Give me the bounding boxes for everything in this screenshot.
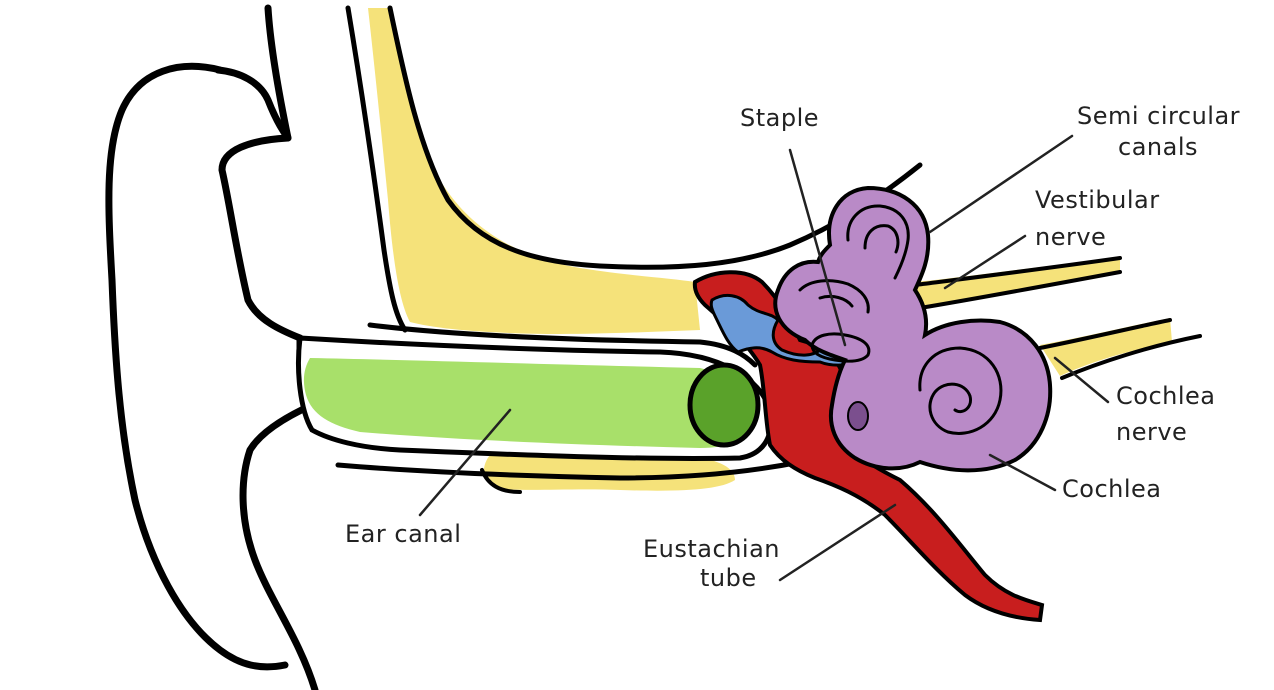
label-ear-canal: Ear canal (345, 520, 461, 548)
semi-circular-leader (928, 134, 1074, 234)
leader-lines (418, 134, 1110, 582)
ear-canal-leader (418, 408, 512, 517)
ear-canal-fill (303, 358, 748, 448)
vestibular-leader (943, 234, 1027, 290)
outer-ear (105, 4, 319, 690)
upper-bone (368, 8, 700, 334)
cochlea-nerve-leader (1053, 356, 1110, 404)
cochlea-nerve-shape (1040, 318, 1172, 376)
round-window (847, 401, 869, 431)
label-eustachian-line1: Eustachian (643, 535, 780, 563)
ear-canal (296, 322, 803, 494)
inner-ear (773, 185, 1053, 473)
vestibular-nerve-shape (915, 258, 1120, 308)
label-staple: Staple (740, 104, 819, 132)
staple-leader (788, 148, 847, 347)
label-eustachian-line2: tube (700, 564, 757, 592)
labels: Staple Semi circular canals Vestibular n… (345, 102, 1240, 592)
cochlea-leader (988, 453, 1057, 492)
eustachian-leader (778, 503, 897, 582)
label-semi-circular-line1: Semi circular (1077, 102, 1240, 130)
label-cochlea-nerve-line1: Cochlea (1116, 382, 1216, 410)
label-cochlea: Cochlea (1062, 475, 1162, 503)
label-vestibular-line2: nerve (1035, 223, 1106, 251)
label-semi-circular-line2: canals (1118, 133, 1198, 161)
label-vestibular-line1: Vestibular (1035, 186, 1160, 214)
eardrum (687, 362, 761, 448)
label-cochlea-nerve-line2: nerve (1116, 418, 1187, 446)
